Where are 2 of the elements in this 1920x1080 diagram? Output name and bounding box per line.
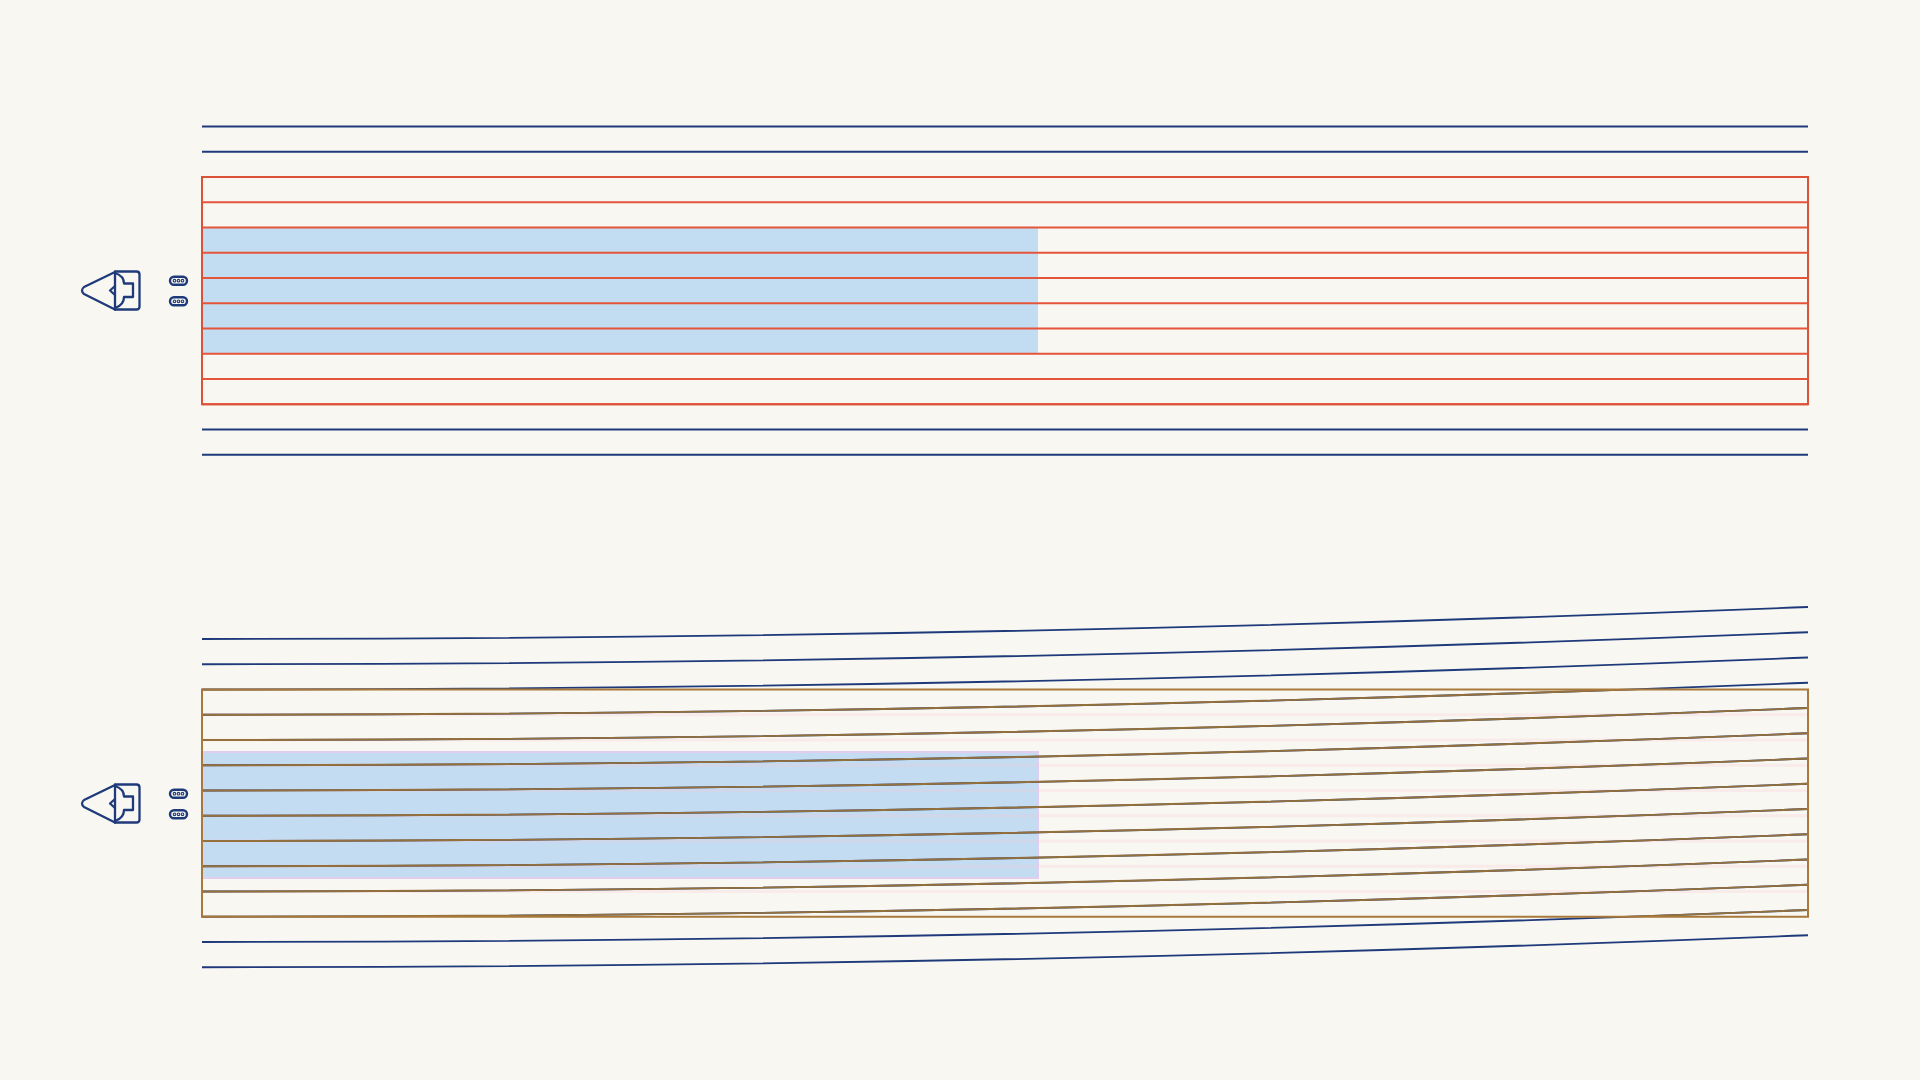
- rectangular-frame: [201, 688, 1809, 918]
- ruled-frame: [201, 176, 1809, 406]
